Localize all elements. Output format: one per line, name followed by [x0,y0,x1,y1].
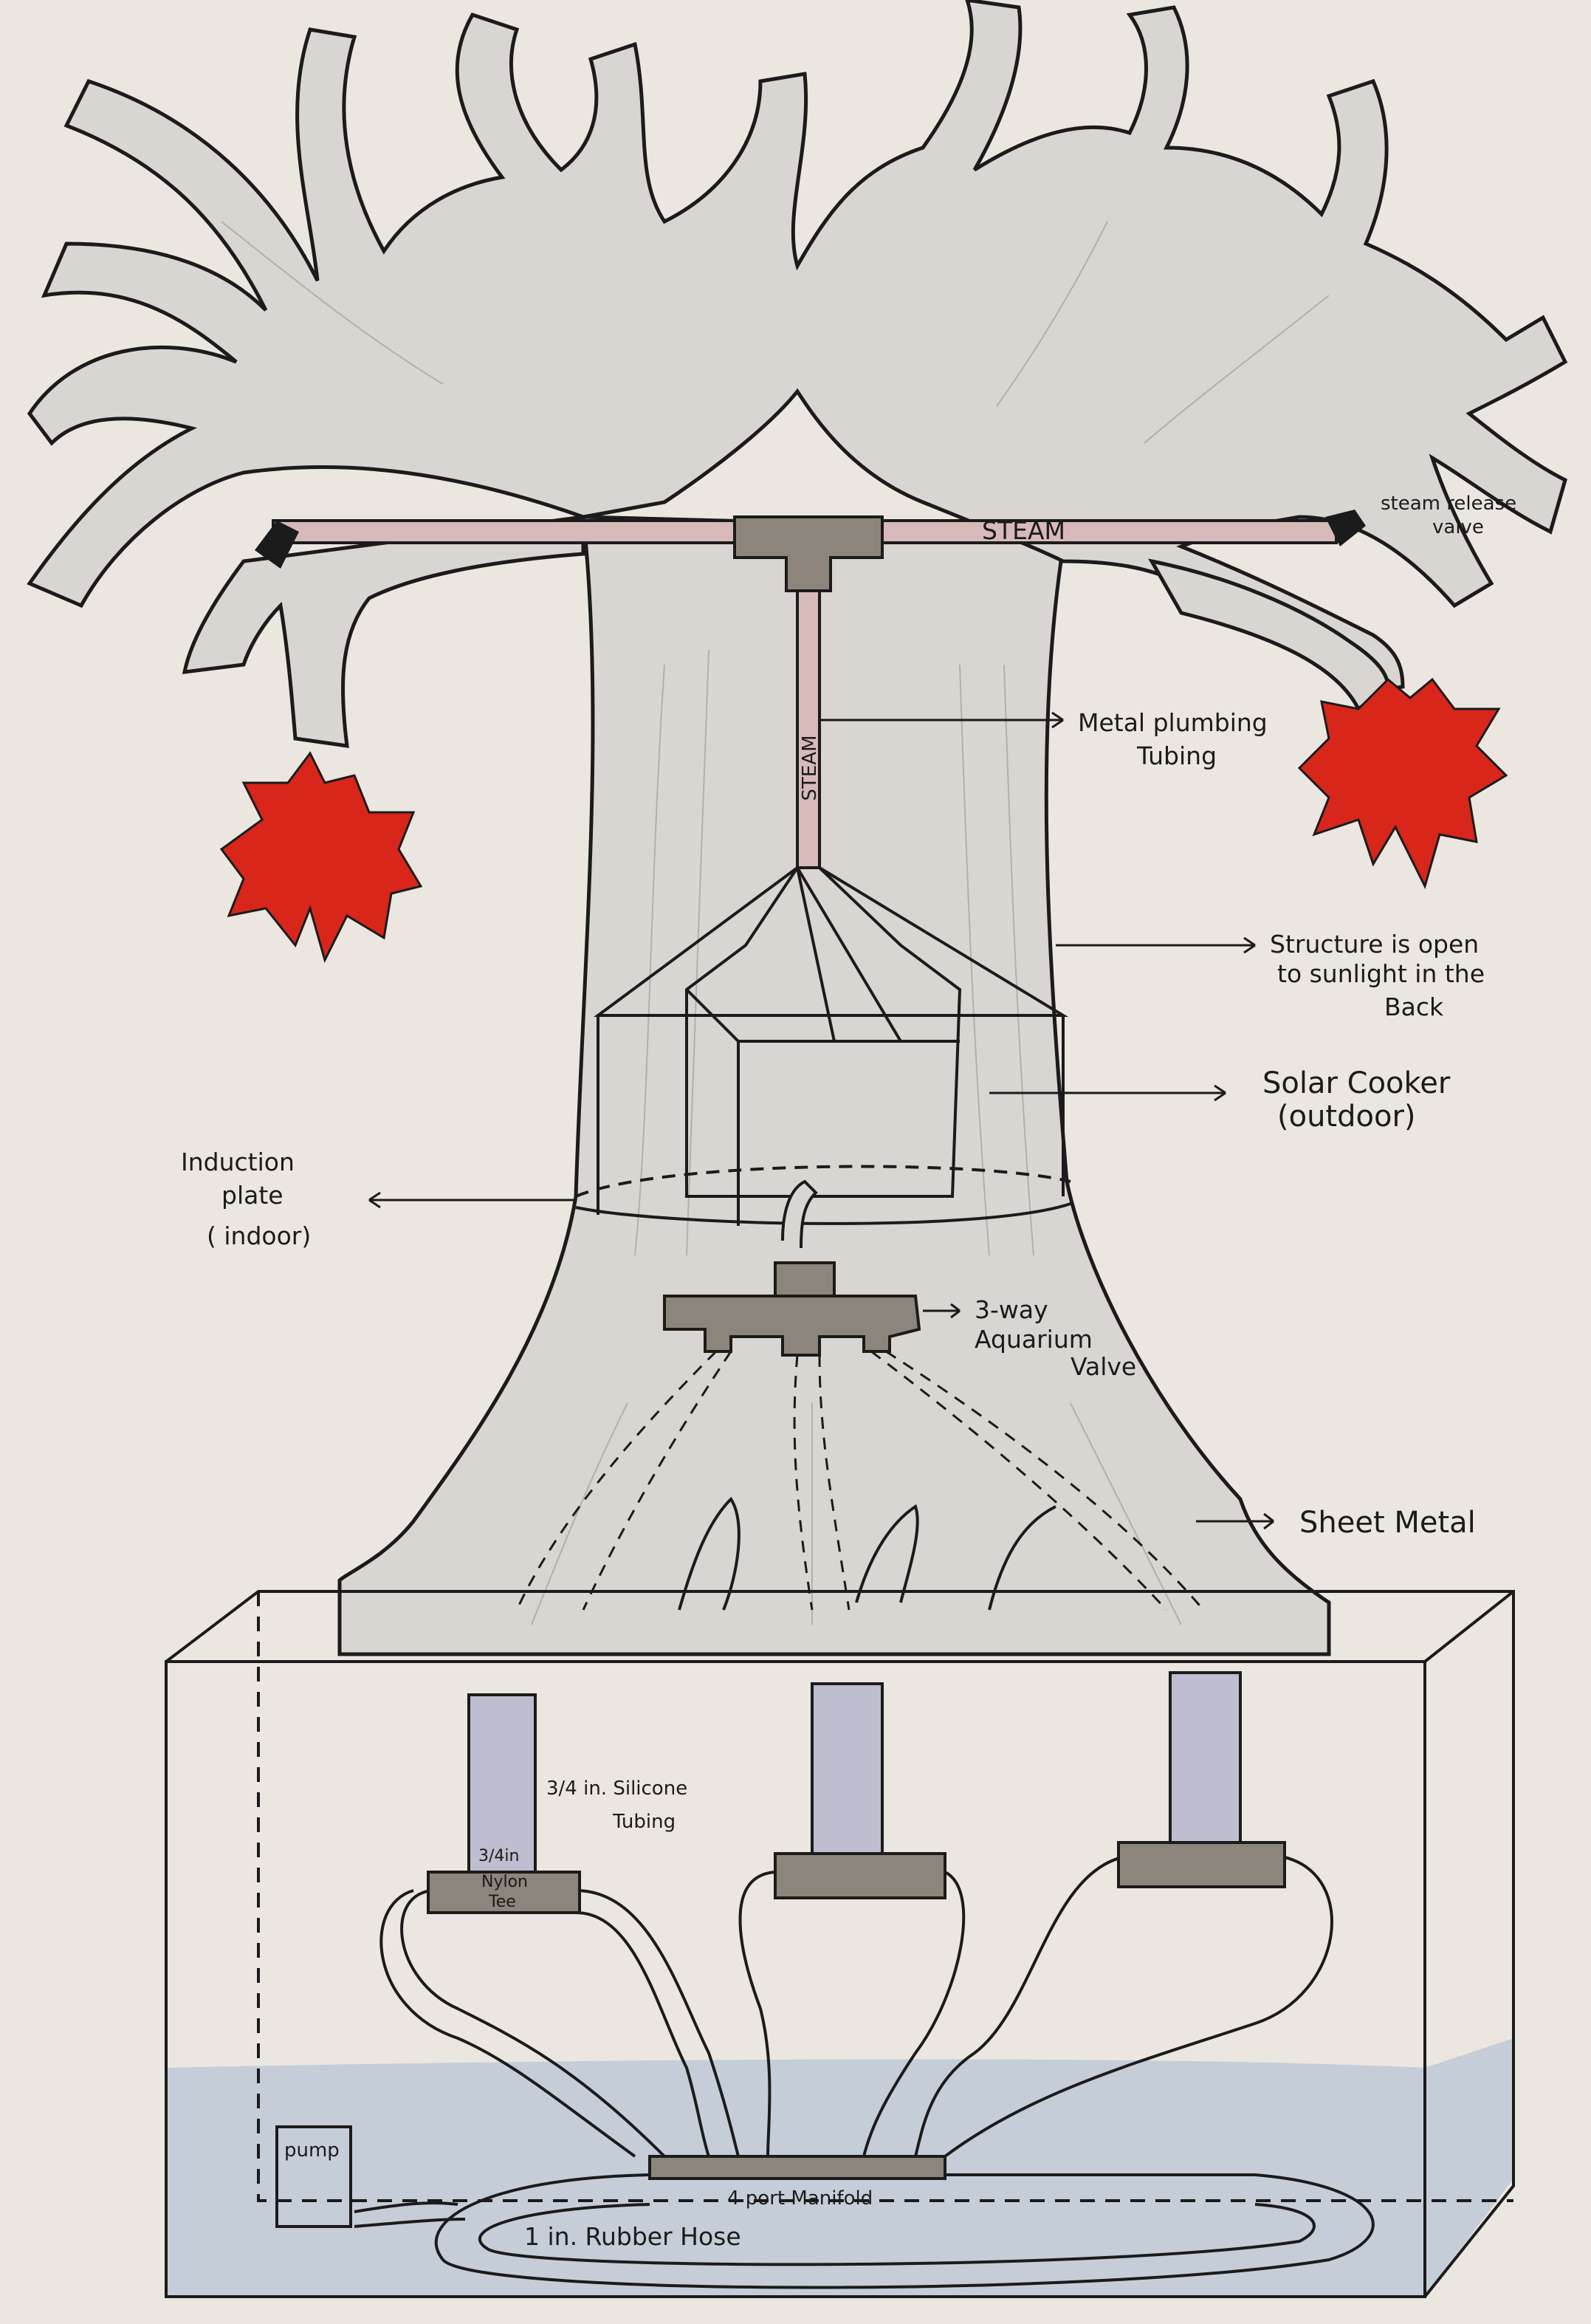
silicone-tubing-label-1: 3/4 in. Silicone [546,1778,687,1800]
aquarium-valve-label-3: Valve [1071,1352,1136,1381]
aquarium-valve-label-1: 3-way [975,1295,1048,1324]
steam-label-vertical: STEAM [799,735,821,801]
solar-cooker-label-1: Solar Cooker [1262,1066,1451,1100]
callout-arrows [368,711,1274,1530]
four-port-manifold [648,2155,946,2180]
tree-trunk [337,515,1331,1656]
sheet-metal-label: Sheet Metal [1299,1506,1476,1540]
maple-leaf-icon [1297,677,1508,890]
nylon-tee-right [1117,1841,1286,1888]
induction-plate-label-3: ( indoor) [207,1221,311,1250]
rubber-hose-label: 1 in. Rubber Hose [524,2222,741,2251]
silicone-tubing-label-2: Tubing [612,1811,676,1833]
internal-tubes [515,1350,1205,1611]
left-pipe-elbow [255,521,299,569]
tree-left-branch [182,515,585,748]
pump-box [275,2125,352,2228]
induction-plate-label-1: Induction [181,1148,295,1176]
steam-label-horizontal: STEAM [982,516,1065,545]
steam-release-valve-icon [1325,510,1366,546]
tree-right-branch [1148,558,1390,712]
pump-label: pump [284,2139,340,2162]
steam-release-valve-label-1: steam release [1381,493,1516,515]
metal-plumbing-label-2: Tubing [1136,741,1217,770]
induction-plate-label-2: plate [221,1181,284,1210]
solar-cooker [575,866,1071,1249]
nylon-tee-left [427,1871,581,1914]
steam-pipe-vertical [796,575,821,869]
silicone-tubing [467,1671,1242,1874]
structure-open-label-1: Structure is open [1270,930,1479,959]
metal-plumbing-label-1: Metal plumbing [1078,708,1268,737]
nylon-tee-label-3: Tee [488,1893,516,1911]
valve-inlet [774,1261,836,1298]
tubing-loops [379,1856,1333,2158]
pipe-tee-fitting [733,515,884,592]
nylon-tee-label-2: Nylon [481,1873,528,1891]
steam-release-valve-label-2: valve [1432,516,1484,538]
steam-pipes: STEAM STEAM [255,510,1366,869]
maple-leaf-icon [219,751,423,964]
structure-open-label-3: Back [1384,993,1444,1021]
nylon-tees [427,1841,1286,1914]
rubber-hose [354,2173,1375,2289]
aquarium-valve-label-2: Aquarium [975,1325,1093,1354]
solar-cooker-label-2: (outdoor) [1277,1100,1416,1134]
nylon-tee-middle [774,1852,946,1899]
structure-open-label-2: to sunlight in the [1277,959,1485,988]
nylon-tee-label-1: 3/4in [478,1847,519,1865]
manifold-label: 4 port Manifold [727,2187,873,2210]
